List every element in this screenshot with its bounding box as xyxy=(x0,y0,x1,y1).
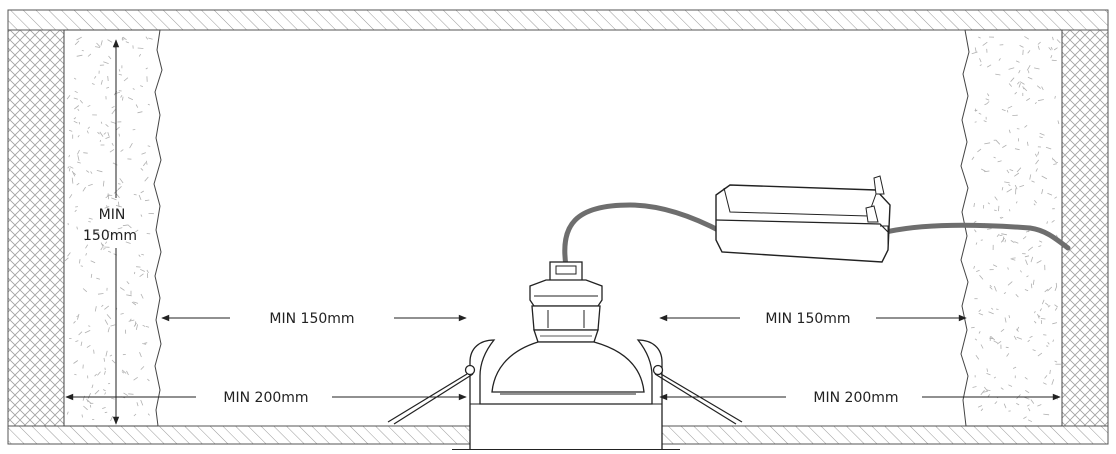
insulation-speck xyxy=(88,222,91,223)
left-min-150-label: MIN 150mm xyxy=(269,311,354,327)
insulation-speck xyxy=(996,309,998,310)
left-min-150-dimension: MIN 150mm xyxy=(162,311,466,327)
insulation-speck xyxy=(975,122,977,123)
insulation-speck xyxy=(100,140,101,142)
insulation-speck xyxy=(80,259,81,263)
insulation-speck xyxy=(1012,258,1016,259)
downlight-fitting xyxy=(388,262,742,450)
right-wall xyxy=(1062,30,1108,426)
right-min-150-dimension: MIN 150mm xyxy=(660,311,966,327)
right-min-150-label: MIN 150mm xyxy=(765,311,850,327)
insulation-speck xyxy=(82,415,83,418)
vertical-min-label: MIN xyxy=(99,207,126,223)
left-wall xyxy=(8,30,64,426)
insulation-speck xyxy=(82,50,84,51)
insulation-speck xyxy=(108,193,109,199)
insulation-speck xyxy=(1041,319,1046,320)
insulation-speck xyxy=(94,350,95,354)
right-min-200-label: MIN 200mm xyxy=(813,390,898,406)
top-ceiling-slab xyxy=(8,10,1108,30)
driver-transformer xyxy=(716,176,890,262)
insulation-speck xyxy=(1006,347,1009,348)
insulation-speck xyxy=(108,76,109,81)
insulation-speck xyxy=(138,48,144,49)
vertical-150mm-label: 150mm xyxy=(83,228,137,244)
left-min-200-label: MIN 200mm xyxy=(223,390,308,406)
insulation-speck xyxy=(90,405,91,408)
insulation-speck xyxy=(83,153,87,154)
insulation-speck xyxy=(119,134,120,137)
insulation-speck xyxy=(128,394,133,395)
insulation-speck xyxy=(1046,346,1048,347)
